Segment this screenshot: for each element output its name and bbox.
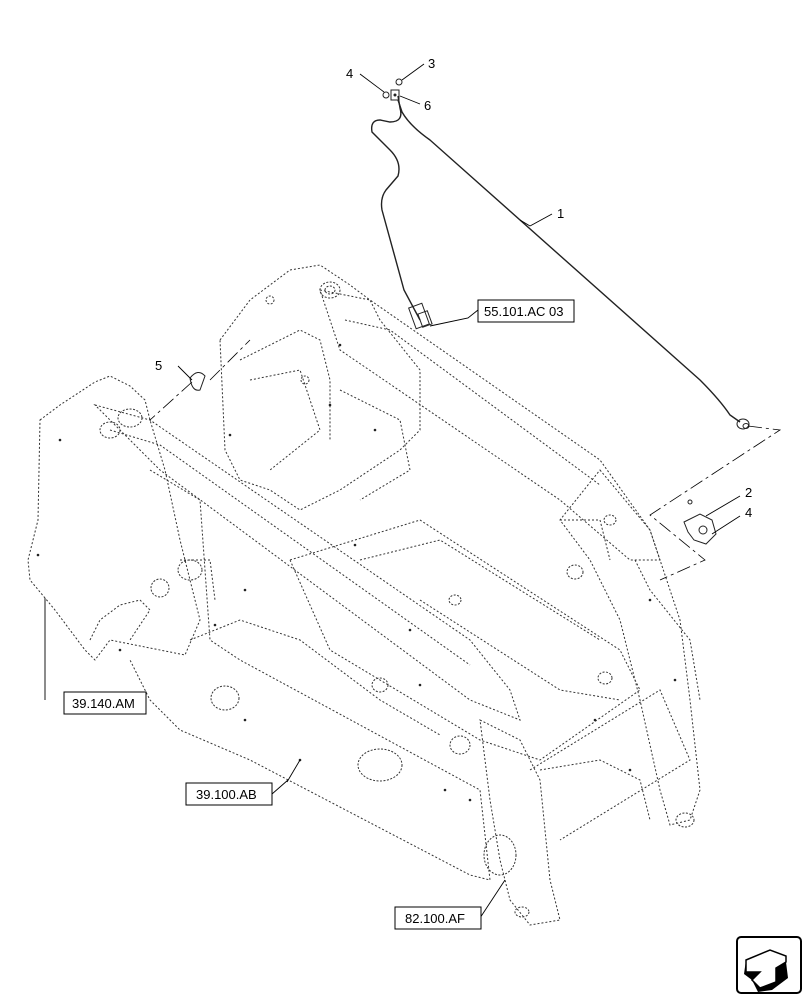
navigation-arrow-icon[interactable] bbox=[736, 936, 802, 994]
bracket-part bbox=[683, 499, 717, 545]
callout-6: 6 bbox=[424, 98, 431, 113]
phantom-lines bbox=[149, 339, 782, 581]
reference-label: 39.140.AM bbox=[72, 696, 135, 711]
callout-1: 1 bbox=[557, 206, 564, 221]
callout-4-bracket: 4 bbox=[745, 505, 752, 520]
callout-5: 5 bbox=[155, 358, 162, 373]
reference-box-39-140[interactable]: 39.140.AM bbox=[63, 691, 147, 715]
loader-frame-drawing bbox=[27, 264, 701, 926]
reference-label: 39.100.AB bbox=[196, 787, 257, 802]
callout-3: 3 bbox=[428, 56, 435, 71]
clip-part bbox=[189, 372, 206, 391]
reference-box-55-101[interactable]: 55.101.AC 03 bbox=[477, 299, 575, 323]
callout-leaders bbox=[44, 63, 741, 919]
hydraulic-line-part bbox=[370, 95, 750, 430]
reference-label: 55.101.AC 03 bbox=[484, 304, 564, 319]
reference-box-82-100[interactable]: 82.100.AF bbox=[394, 906, 482, 930]
callout-4-top: 4 bbox=[346, 66, 353, 81]
top-fastener-parts bbox=[382, 78, 403, 101]
callout-2: 2 bbox=[745, 485, 752, 500]
rivet-dots bbox=[36, 343, 677, 802]
reference-box-39-100[interactable]: 39.100.AB bbox=[185, 782, 273, 806]
reference-label: 82.100.AF bbox=[405, 911, 465, 926]
